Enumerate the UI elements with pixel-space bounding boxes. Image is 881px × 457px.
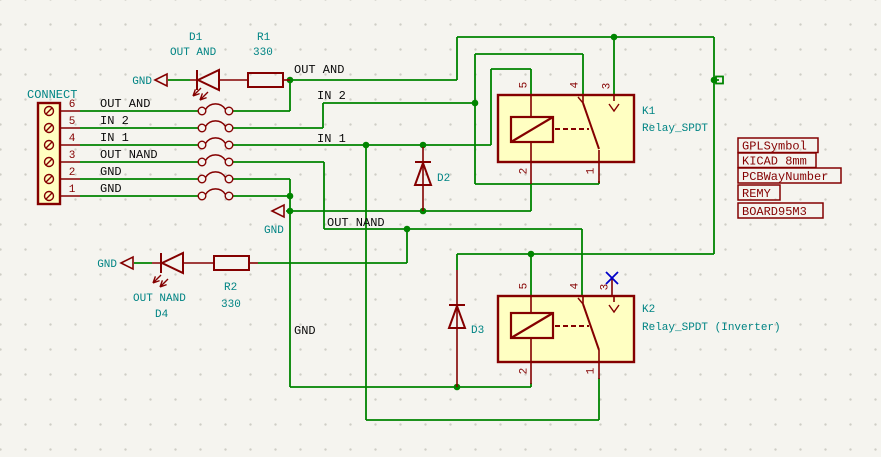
svg-text:3: 3 [600, 284, 612, 291]
note-remy[interactable]: REMY [742, 187, 771, 201]
d2-ref[interactable]: D2 [437, 173, 450, 185]
connector-pin-numbers: 6 5 4 3 2 1 [69, 99, 76, 196]
svg-text:1: 1 [586, 367, 598, 374]
led-d4[interactable]: OUT NAND D4 [133, 251, 214, 321]
svg-text:2: 2 [69, 167, 76, 179]
wire-pin6-out-and[interactable] [80, 80, 291, 112]
svg-text:4: 4 [570, 81, 582, 88]
svg-text:1: 1 [586, 167, 598, 174]
relay-k2[interactable]: 5 4 3 2 1 K2 Relay_SPDT (Inverter) [496, 271, 781, 384]
led-emission-arrows [192, 87, 209, 101]
note-board95m3[interactable]: BOARD95M3 [742, 205, 807, 219]
k1-pin-numbers: 5 4 3 2 1 [519, 81, 614, 174]
connector-net-labels[interactable]: OUT AND IN 2 IN 1 OUT NAND GND GND [100, 97, 158, 196]
nc-contact-chevron [608, 103, 620, 113]
svg-text:5: 5 [69, 116, 76, 128]
svg-text:5: 5 [519, 283, 531, 290]
connector-symbol[interactable]: CONNECT 6 5 4 3 2 1 OUT AND IN 2 IN 1 OU… [27, 88, 158, 206]
nc-contact-chevron [608, 304, 620, 314]
wire-r2-out-nand[interactable] [258, 229, 408, 264]
gnd-flag-label[interactable]: GND [132, 76, 152, 88]
text-notes[interactable]: GPLSymbol KICAD 8mm PCBWayNumber REMY BO… [737, 137, 842, 219]
d4-ref[interactable]: D4 [155, 309, 169, 321]
gnd-flag-label[interactable]: GND [264, 225, 284, 237]
k1-value[interactable]: Relay_SPDT [642, 123, 708, 135]
note-pcbwaynumber[interactable]: PCBWayNumber [742, 170, 828, 184]
net-label-out-and[interactable]: OUT AND [294, 63, 344, 77]
net-label: OUT AND [100, 97, 150, 111]
r1-value[interactable]: 330 [253, 47, 273, 59]
k2-pin-numbers: 5 4 3 2 1 [519, 282, 612, 374]
resistor-r1[interactable]: R1 330 [247, 32, 290, 88]
gnd-flag-middle[interactable]: GND [264, 203, 285, 237]
led-d1[interactable]: D1 OUT AND [170, 32, 248, 101]
gnd-flag-bottom-left[interactable]: GND [97, 255, 134, 271]
r2-value[interactable]: 330 [221, 299, 241, 311]
jumper-symbols[interactable] [197, 103, 234, 201]
floating-net-labels[interactable]: OUT AND IN 2 IN 1 OUT NAND GND [294, 63, 385, 338]
diode-d3[interactable]: D3 [447, 270, 484, 387]
connector-title[interactable]: CONNECT [27, 88, 77, 102]
diode-d2[interactable]: D2 [413, 147, 450, 211]
svg-text:3: 3 [602, 83, 614, 90]
note-gplsymbol[interactable]: GPLSymbol [742, 140, 807, 154]
svg-text:1: 1 [69, 184, 76, 196]
d4-value[interactable]: OUT NAND [133, 293, 186, 305]
svg-text:2: 2 [519, 168, 531, 175]
gnd-flag-label[interactable]: GND [97, 259, 117, 271]
wire-in2-branch[interactable] [474, 53, 600, 185]
no-connect-x [605, 271, 619, 285]
d1-value[interactable]: OUT AND [170, 47, 217, 59]
k2-ref[interactable]: K2 [642, 304, 655, 316]
net-label-in1[interactable]: IN 1 [317, 132, 346, 146]
svg-text:4: 4 [69, 133, 76, 145]
svg-text:2: 2 [519, 368, 531, 375]
svg-text:6: 6 [69, 99, 76, 111]
r2-ref[interactable]: R2 [224, 282, 237, 294]
k2-value[interactable]: Relay_SPDT (Inverter) [642, 322, 781, 334]
svg-text:5: 5 [519, 82, 531, 89]
d3-ref[interactable]: D3 [471, 325, 484, 337]
wire-out-and-net[interactable] [290, 36, 719, 296]
net-label-in2[interactable]: IN 2 [317, 89, 346, 103]
net-label: IN 2 [100, 114, 129, 128]
connector-pin-stubs [60, 110, 80, 197]
wire-pin5-in2[interactable] [80, 102, 475, 129]
svg-text:3: 3 [69, 150, 76, 162]
relay-k1[interactable]: 5 4 3 2 1 K1 Relay_SPDT [496, 81, 708, 184]
note-kicad-8mm[interactable]: KICAD 8mm [742, 155, 807, 169]
wires[interactable] [80, 36, 724, 421]
net-label: IN 1 [100, 131, 129, 145]
led-emission-arrows [152, 274, 169, 288]
wire-pin4-in1[interactable] [80, 68, 532, 146]
wire-pin3-out-nand[interactable] [80, 161, 583, 296]
svg-text:4: 4 [570, 282, 582, 289]
net-label: GND [100, 182, 122, 196]
net-label: GND [100, 165, 122, 179]
resistor-r2[interactable]: R2 330 [213, 255, 258, 311]
net-label: OUT NAND [100, 148, 158, 162]
net-label-out-nand[interactable]: OUT NAND [327, 216, 385, 230]
wire-pin2-gnd[interactable] [80, 178, 532, 388]
d1-ref[interactable]: D1 [189, 32, 203, 44]
connector-screw-terminals [43, 105, 55, 202]
k1-ref[interactable]: K1 [642, 106, 656, 118]
wire-in1-to-k2pin1[interactable] [365, 145, 600, 421]
wire-gnd-to-k1pin2[interactable] [286, 184, 532, 212]
gnd-flag-top[interactable]: GND [132, 72, 168, 88]
r1-ref[interactable]: R1 [257, 32, 271, 44]
connector-body[interactable] [36, 101, 62, 206]
net-label-gnd[interactable]: GND [294, 324, 316, 338]
